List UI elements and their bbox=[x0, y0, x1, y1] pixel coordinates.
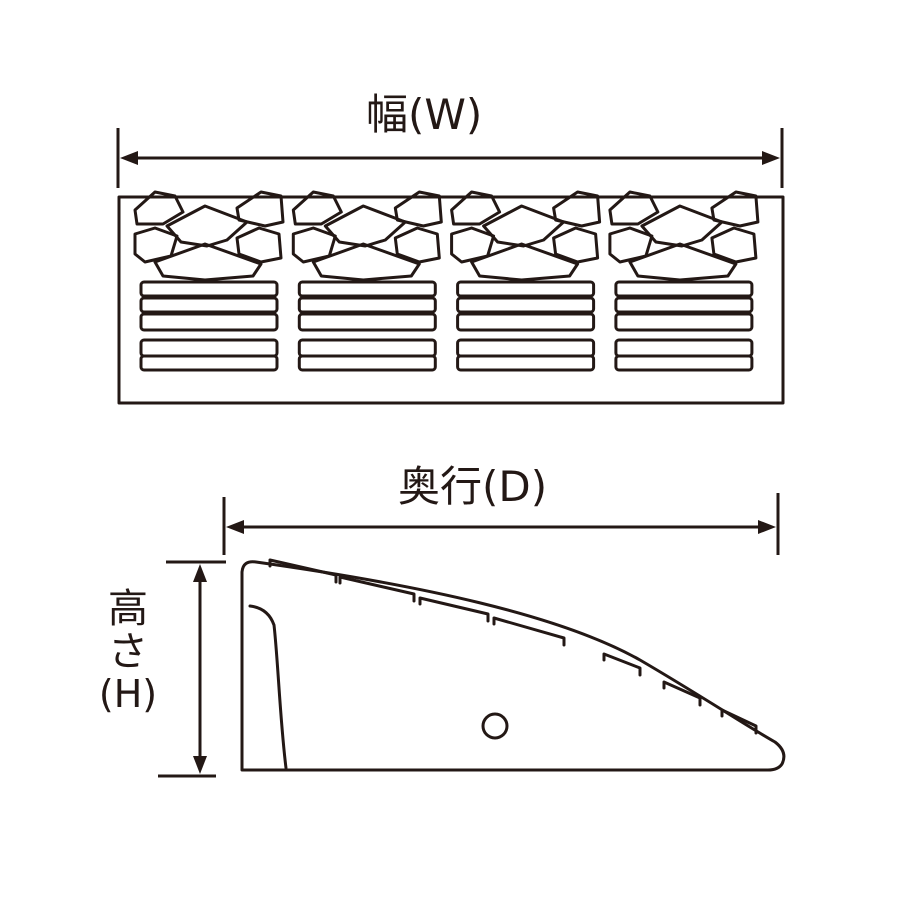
width-arrow-right bbox=[762, 151, 780, 165]
depth-dimension bbox=[222, 493, 780, 555]
height-label-line1: 高 bbox=[108, 586, 148, 632]
tread-block bbox=[311, 242, 421, 282]
depth-label: 奥行(D) bbox=[398, 462, 548, 511]
tread-block bbox=[165, 204, 249, 248]
tread-module bbox=[133, 190, 285, 372]
tread-block bbox=[640, 204, 724, 248]
tread-slat bbox=[297, 312, 437, 332]
height-arrow-bottom bbox=[193, 756, 207, 774]
width-label: 幅(W) bbox=[366, 90, 483, 139]
tread-block bbox=[482, 204, 566, 248]
tread-slat bbox=[456, 338, 596, 358]
tread-block bbox=[323, 204, 407, 248]
ramp-hole bbox=[481, 712, 509, 740]
tread-slat bbox=[139, 296, 279, 314]
tread-slat bbox=[456, 280, 596, 298]
tread-block bbox=[393, 226, 441, 264]
side-view bbox=[240, 558, 786, 772]
tread-block bbox=[153, 242, 263, 282]
tread-ridge bbox=[338, 575, 416, 603]
tread-module bbox=[450, 190, 602, 372]
width-arrow-left bbox=[120, 151, 138, 165]
tread-block bbox=[235, 226, 283, 264]
tread-block bbox=[470, 242, 580, 282]
tread-block bbox=[628, 242, 738, 282]
tread-slat bbox=[614, 338, 754, 358]
tread-slat bbox=[297, 280, 437, 298]
tread-slat bbox=[456, 354, 596, 372]
tread-slat bbox=[614, 296, 754, 314]
depth-arrow-right bbox=[758, 520, 776, 534]
top-view bbox=[117, 190, 785, 405]
tread-modules bbox=[133, 190, 760, 372]
tread-module bbox=[291, 190, 443, 372]
tread-block bbox=[710, 226, 758, 264]
height-arrow-top bbox=[193, 564, 207, 582]
tread-slat bbox=[456, 296, 596, 314]
tread-slat bbox=[139, 312, 279, 332]
height-label: 高 さ (H) bbox=[96, 586, 160, 717]
tread-block bbox=[291, 190, 343, 226]
tread-ridge bbox=[602, 652, 642, 677]
tread-slat bbox=[456, 312, 596, 332]
tread-ridge bbox=[492, 616, 566, 647]
tread-block bbox=[608, 190, 660, 226]
tread-ridge bbox=[662, 680, 702, 707]
height-label-line2: さ bbox=[108, 629, 148, 676]
tread-ridge bbox=[720, 708, 758, 735]
tread-block bbox=[552, 226, 600, 264]
width-dimension bbox=[116, 128, 784, 188]
ramp-profile bbox=[240, 560, 786, 772]
tread-slat bbox=[297, 354, 437, 372]
tread-ridges bbox=[268, 558, 758, 735]
tread-ridge bbox=[268, 558, 338, 584]
tread-slat bbox=[614, 280, 754, 298]
height-dimension bbox=[158, 560, 226, 778]
tread-block bbox=[450, 190, 502, 226]
height-label-line3: (H) bbox=[98, 672, 158, 717]
depth-arrow-left bbox=[226, 520, 244, 534]
tread-module bbox=[608, 190, 760, 372]
ramp-inner-curve bbox=[248, 604, 288, 770]
tread-ridge bbox=[418, 596, 490, 623]
top-view-outline bbox=[117, 195, 785, 405]
tread-slat bbox=[139, 354, 279, 372]
tread-slat bbox=[297, 296, 437, 314]
tread-block bbox=[133, 190, 185, 226]
tread-slat bbox=[139, 338, 279, 358]
tread-slat bbox=[297, 338, 437, 358]
tread-slat bbox=[614, 354, 754, 372]
tread-slat bbox=[614, 312, 754, 332]
tread-slat bbox=[139, 280, 279, 298]
